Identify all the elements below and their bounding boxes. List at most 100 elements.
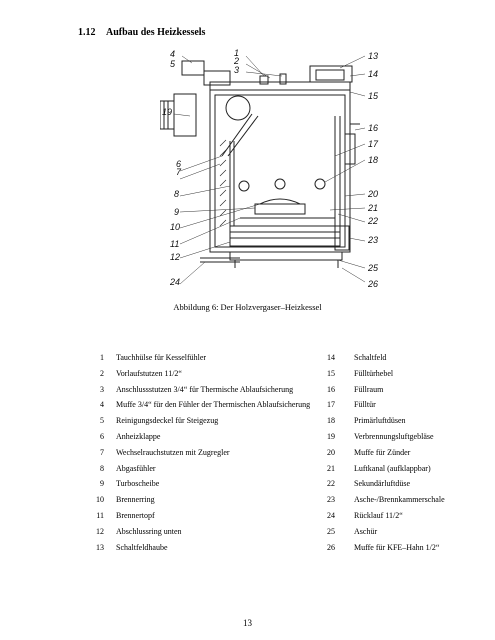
legend-item: 6 Anheizklappe [86,429,326,445]
callout-24: 24 [170,277,181,287]
legend-item: 26 Muffe für KFE–Hahn 1/2“ [327,540,467,556]
callout-21: 21 [368,203,379,213]
legend-item: 12 Abschlussring unten [86,524,326,540]
legend-item-number: 7 [100,447,104,457]
ash-chamber [229,225,341,247]
legend-item-text: Schaltfeld [354,353,387,362]
legend-item: 20 Muffe für Zünder [327,445,467,461]
legend-item-text: Füllraum [354,384,384,394]
legend-item-text: Luftkanal (aufklappbar) [354,463,431,473]
callout-16: 16 [368,123,379,133]
turbo-disc [254,203,306,215]
boiler-diagram: 1 2 3 4 5 6 7 8 9 10 11 12 13 14 15 16 1… [160,46,386,294]
callout-10: 10 [170,222,181,232]
legend-item-text: Muffe für Zünder [354,447,411,457]
callout-13: 13 [368,51,379,61]
legend-item: 21 Luftkanal (aufklappbar) [327,461,467,477]
callout-8: 8 [174,189,180,199]
air-nozzle-3 [314,178,326,190]
legend-item: 22 Sekundärluftdüse [327,476,467,492]
callout-7: 7 [176,167,182,177]
legend-item: 11 Brennertopf [86,508,326,524]
legend-item-text: Abschlussring unten [116,526,182,536]
legend-item: 7 Wechselrauchstutzen mit Zugregler [86,445,326,461]
legend-item-text: Muffe 3/4“ für den Fühler der Thermische… [116,400,311,410]
callout-22: 22 [368,216,379,226]
callout-14: 14 [368,69,379,79]
legend-item-number: 14 [327,353,335,362]
callout-25: 25 [368,263,379,273]
legend-item-number: 8 [100,463,104,473]
callout-12: 12 [170,252,181,262]
legend-item-number: 26 [327,542,335,552]
legend-item-number: 20 [327,447,335,457]
legend-item-number: 11 [96,510,104,520]
exchange-channel [221,113,253,157]
callout-18: 18 [368,155,379,165]
legend-item-number: 22 [327,479,335,489]
callout-19: 19 [162,107,173,117]
heating-flap [225,95,251,121]
callout-26: 26 [368,279,379,289]
legend-item: 10 Brennerring [86,492,326,508]
legend-item-text: Schaltfeldhaube [116,542,168,552]
legend-item-number: 17 [327,400,335,410]
legend-item-text: Reinigungsdeckel für Steigezug [116,416,219,426]
legend-item-text: Wechselrauchstutzen mit Zugregler [116,447,230,457]
legend-item-text: Verbrennungsluftgebläse [354,431,434,441]
fan-housing [173,93,197,137]
legend-item-text: Brennerring [116,495,155,505]
legend-item-number: 13 [96,542,104,552]
legend-item-text: Abgasfühler [116,463,156,473]
legend-item-number: 12 [96,526,104,536]
legend-item: 1 Tauchhülse für Kesselfühler [86,350,326,366]
boiler-drawing [160,55,366,285]
callout-4: 4 [170,49,176,59]
legend-item-number: 6 [100,431,104,441]
legend-item: 19 Verbrennungsluftgebläse [327,429,467,445]
control-panel [315,69,345,81]
legend-item-number: 15 [327,368,335,378]
legend-item-number: 9 [100,479,104,489]
legend-item-number: 1 [100,353,104,362]
legend-item-number: 10 [96,495,104,505]
callout-1: 1 [234,48,240,58]
callout-11: 11 [170,239,180,249]
burner-ring [259,198,301,205]
legend-item-text: Anheizklappe [116,431,161,441]
control-panel-housing [309,65,353,83]
legend-item-number: 24 [327,510,335,520]
legend-item-number: 21 [327,463,335,473]
legend-item: 15 Fülltürhebel [327,366,467,382]
legend-item: 13 Schaltfeldhaube [86,540,326,556]
flue-stub [203,70,231,86]
legend-item-text: Brennertopf [116,510,155,520]
legend-item: 8 Abgasfühler [86,461,326,477]
legend-item-text: Fülltürhebel [354,368,394,378]
callout-5: 5 [170,59,176,69]
legend-item-text: Asche-/Brennkammerschale [354,495,445,505]
callout-6: 6 [176,159,182,169]
legend-item-text: Muffe für KFE–Hahn 1/2“ [354,542,440,552]
air-nozzle-1 [238,180,250,192]
callout-9: 9 [174,207,180,217]
legend-item: 14 Schaltfeld [327,350,467,366]
section-number: 1.12 [78,27,96,38]
air-nozzle-2 [274,178,286,190]
callout-3: 3 [234,65,240,75]
callout-20: 20 [368,189,379,199]
legend-item-text: Sekundärluftdüse [354,479,410,489]
top-fitting-a [259,75,269,85]
legend-item-number: 25 [327,526,335,536]
legend-item-number: 19 [327,431,335,441]
legend-item-text: Tauchhülse für Kesselfühler [116,353,207,362]
